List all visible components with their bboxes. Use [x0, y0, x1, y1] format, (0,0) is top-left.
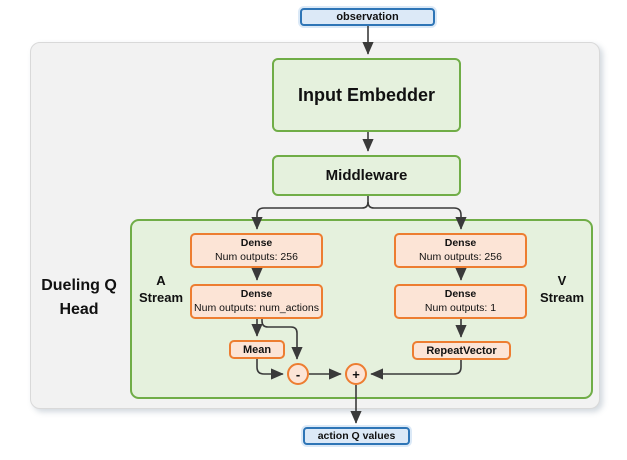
dense-title: Dense: [240, 288, 273, 301]
middleware-node: Middleware: [272, 155, 461, 196]
dense-num-outputs: Num outputs: 256: [215, 250, 298, 263]
observation-node: observation: [300, 8, 435, 26]
v-stream-label: V Stream: [539, 273, 585, 305]
dense-num-outputs: Num outputs: 256: [419, 250, 502, 263]
subtract-op-node: -: [287, 363, 309, 385]
v-stream-dense-2-node: Dense Num outputs: 1: [394, 284, 527, 319]
mean-node: Mean: [229, 340, 285, 359]
dense-num-outputs: Num outputs: num_actions: [194, 301, 319, 314]
repeat-vector-node: RepeatVector: [412, 341, 511, 360]
input-embedder-node: Input Embedder: [272, 58, 461, 132]
dueling-q-head-label: Dueling Q Head: [41, 277, 117, 318]
action-q-values-node: action Q values: [303, 427, 410, 445]
a-stream-dense-1-node: Dense Num outputs: 256: [190, 233, 323, 268]
dense-title: Dense: [240, 237, 273, 250]
a-stream-label: A Stream: [138, 273, 184, 305]
v-stream-dense-1-node: Dense Num outputs: 256: [394, 233, 527, 268]
dense-num-outputs: Num outputs: 1: [424, 301, 497, 314]
dense-title: Dense: [444, 288, 477, 301]
dense-title: Dense: [444, 237, 477, 250]
add-op-node: +: [345, 363, 367, 385]
a-stream-dense-2-node: Dense Num outputs: num_actions: [190, 284, 323, 319]
